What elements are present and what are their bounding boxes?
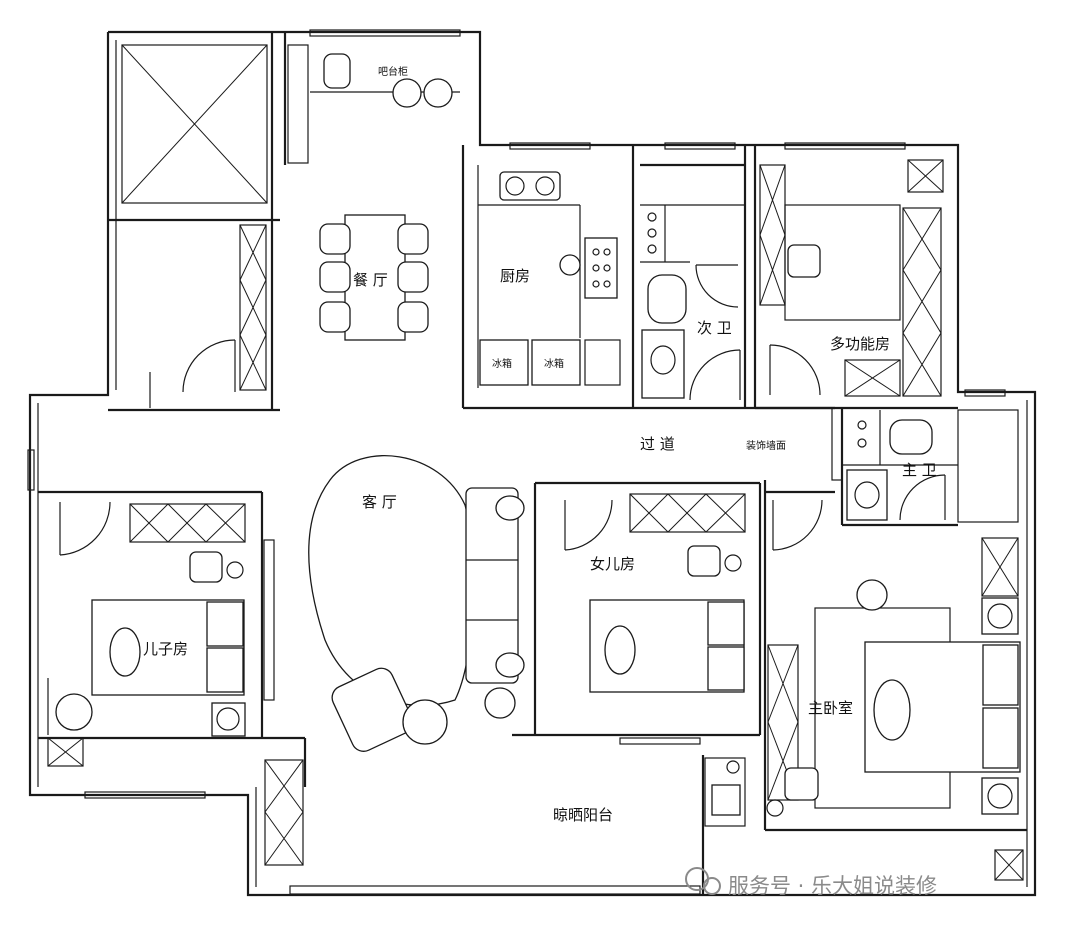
outer-walls (28, 30, 1037, 897)
label-balcony: 晾晒阳台 (553, 806, 613, 824)
daughter-room-furniture (589, 545, 745, 745)
master-bedroom-furniture (766, 579, 1021, 817)
room-labels: 餐 厅 吧台柜 厨房 冰箱 冰箱 次 卫 多功能房 过 道 装饰墙面 主 卫 客… (143, 65, 937, 824)
label-second-bath: 次 卫 (697, 319, 732, 337)
label-dining: 餐 厅 (353, 271, 388, 289)
label-fridge-2: 冰箱 (544, 357, 564, 370)
interior-walls (38, 32, 1027, 895)
multi-room-fixtures (784, 204, 901, 321)
bar-cabinet (310, 53, 460, 108)
label-living: 客 厅 (362, 493, 397, 511)
balcony-fixtures (711, 760, 741, 816)
label-bar-cabinet: 吧台柜 (378, 65, 408, 78)
son-room-furniture (55, 539, 275, 737)
shaft (121, 44, 268, 204)
label-corridor: 过 道 (640, 435, 675, 453)
label-kitchen: 厨房 (500, 267, 530, 285)
label-decor-wall: 装饰墙面 (746, 439, 786, 452)
label-multi-room: 多功能房 (830, 335, 890, 353)
label-master-bedroom: 主卧室 (808, 699, 853, 717)
kitchen-fixtures (477, 165, 621, 388)
cabinets (47, 44, 1024, 881)
master-bath-fixtures (842, 410, 958, 521)
second-bath-fixtures (640, 204, 745, 399)
dining-table (319, 214, 429, 341)
label-fridge-1: 冰箱 (492, 357, 512, 370)
label-daughter-room: 女儿房 (590, 555, 635, 573)
doors (47, 264, 946, 735)
watermark: 服务号 · 乐大姐说装修 (685, 867, 937, 898)
living-furniture (308, 455, 525, 752)
label-master-bath: 主 卫 (902, 461, 937, 479)
watermark-text: 服务号 · 乐大姐说装修 (728, 874, 937, 898)
label-son-room: 儿子房 (143, 640, 188, 658)
windows (27, 29, 1006, 895)
